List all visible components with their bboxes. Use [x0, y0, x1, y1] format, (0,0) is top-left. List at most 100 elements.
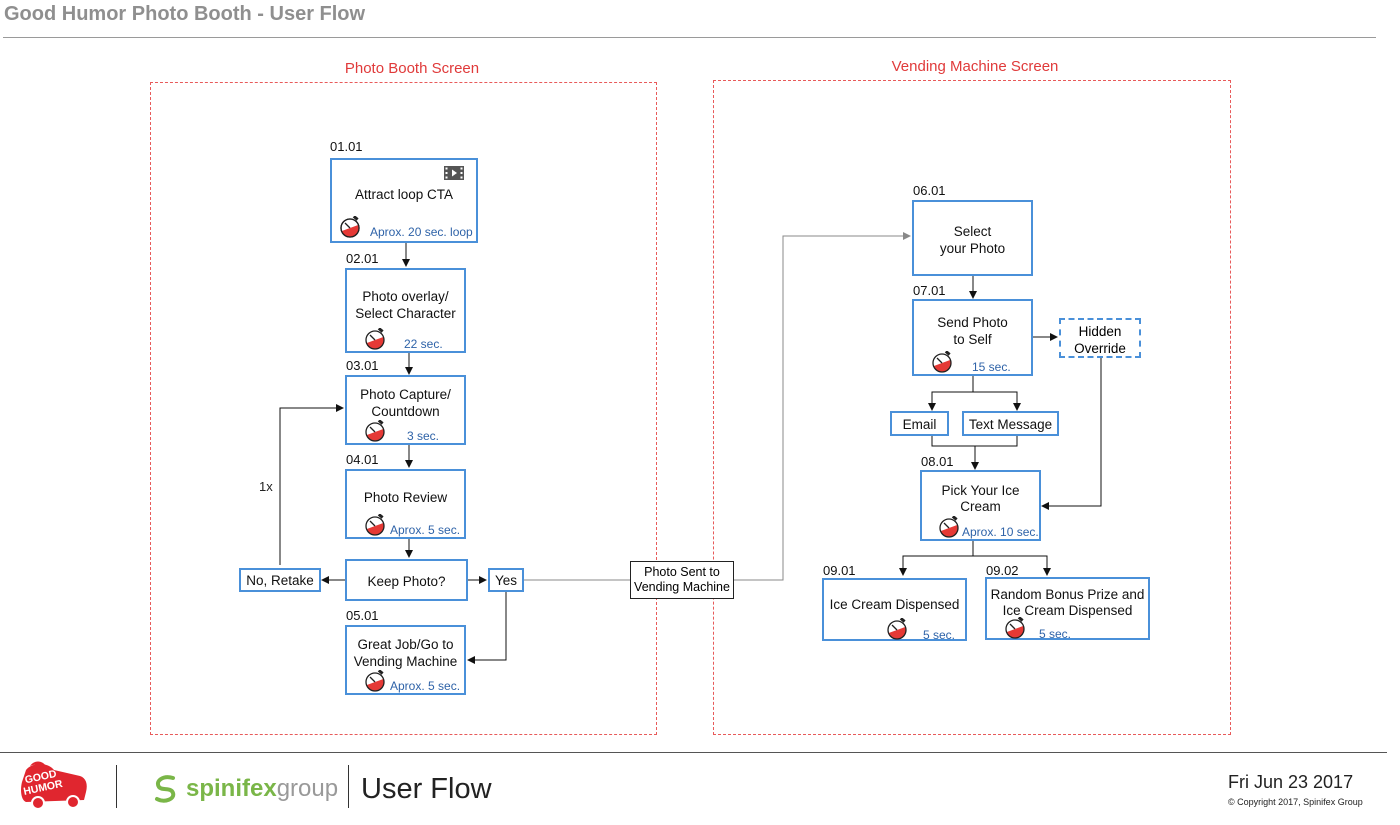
spinifex-wordmark-bold: spinifex	[186, 775, 277, 802]
node-code-0101: 01.01	[330, 139, 363, 154]
node-duration: 15 sec.	[972, 360, 1011, 374]
node-label: Keep Photo?	[367, 574, 446, 589]
node-label-line2: Override	[1074, 341, 1126, 356]
node-duration: Aprox. 10 sec.	[962, 525, 1039, 539]
arrow-0701-text	[973, 391, 1021, 411]
node-label-line1: Send Photo	[937, 315, 1008, 330]
node-pick-ice-cream[interactable]: Pick Your Ice Cream Aprox. 10 sec.	[920, 470, 1041, 541]
node-label-line2: Select Character	[355, 306, 456, 321]
node-send-photo[interactable]: Send Photo to Self 15 sec.	[912, 299, 1033, 376]
node-label-line1: Photo overlay/	[362, 289, 449, 304]
node-label: Email	[902, 417, 937, 432]
node-label-line1: Select	[953, 224, 992, 239]
arrow-sent-0601	[734, 232, 911, 581]
arrow-hidden-0801	[1041, 357, 1102, 510]
footer-doc-title: User Flow	[361, 773, 492, 805]
node-code-0902: 09.02	[986, 563, 1019, 578]
node-code-0501: 05.01	[346, 608, 379, 623]
retake-count: 1x	[259, 479, 273, 494]
timer-icon	[365, 670, 385, 692]
node-no-retake[interactable]: No, Retake	[239, 568, 321, 592]
section-label-vending-machine: Vending Machine Screen	[891, 58, 1059, 75]
node-label-line2: Vending Machine	[634, 580, 730, 594]
spinifex-logo	[155, 775, 176, 803]
arrow-retake-loop	[279, 404, 344, 565]
arrow-email-0801	[931, 435, 979, 470]
node-label-line2: Vending Machine	[353, 654, 458, 669]
footer-separator	[116, 765, 117, 808]
node-label: Attract loop CTA	[354, 187, 454, 202]
section-label-photo-booth: Photo Booth Screen	[344, 60, 480, 77]
node-photo-capture[interactable]: Photo Capture/ Countdown 3 sec.	[345, 375, 466, 445]
timer-icon	[365, 514, 385, 536]
node-select-photo[interactable]: Select your Photo	[912, 200, 1033, 276]
section-vending-machine	[713, 80, 1231, 735]
node-duration: 5 sec.	[923, 628, 956, 642]
node-bonus-prize[interactable]: Random Bonus Prize and Ice Cream Dispens…	[985, 577, 1150, 641]
timer-icon	[1005, 617, 1025, 639]
node-label: Ice Cream Dispensed	[829, 597, 960, 612]
video-icon	[444, 166, 464, 180]
arrow-yes-0501	[467, 592, 507, 664]
node-label-line2: Cream	[960, 499, 1001, 514]
node-duration: Aprox. 5 sec.	[390, 523, 461, 537]
node-keep-photo[interactable]: Keep Photo?	[345, 559, 468, 601]
node-label-line2: to Self	[953, 332, 992, 347]
node-yes[interactable]: Yes	[488, 568, 524, 592]
node-label-line1: Photo Capture/	[360, 387, 451, 402]
node-code-0701: 07.01	[913, 283, 946, 298]
node-text-message[interactable]: Text Message	[962, 411, 1059, 436]
node-label: Photo Review	[363, 490, 448, 505]
node-label: Text Message	[968, 417, 1053, 432]
node-duration: Aprox. 5 sec.	[390, 679, 461, 693]
node-duration: 5 sec.	[1039, 627, 1072, 641]
node-label-line2: Countdown	[371, 404, 440, 419]
arrow-0801-0901	[899, 541, 974, 576]
node-attract-loop[interactable]: Attract loop CTA Aprox. 20 sec. loop	[330, 158, 478, 243]
footer-copyright: © Copyright 2017, Spinifex Group	[1228, 797, 1363, 807]
timer-icon	[340, 216, 360, 238]
node-code-0601: 06.01	[913, 183, 946, 198]
node-duration: 3 sec.	[407, 429, 440, 443]
node-great-job[interactable]: Great Job/Go to Vending Machine Aprox. 5…	[345, 625, 466, 695]
spinifex-wordmark: spinifexgroup	[186, 775, 338, 803]
node-label-line1: Hidden	[1078, 324, 1122, 339]
node-code-0401: 04.01	[346, 452, 379, 467]
node-label-line1: Pick Your Ice	[941, 483, 1020, 498]
node-email[interactable]: Email	[890, 411, 949, 436]
footer-divider	[0, 752, 1387, 753]
footer-date: Fri Jun 23 2017	[1228, 772, 1354, 792]
node-code-0201: 02.01	[346, 251, 379, 266]
timer-icon	[887, 618, 907, 640]
node-code-0901: 09.01	[823, 563, 856, 578]
node-label-line2: your Photo	[939, 241, 1006, 256]
node-duration: Aprox. 20 sec. loop	[370, 225, 473, 239]
arrow-0701-email	[928, 375, 974, 411]
node-label-line1: Great Job/Go to	[357, 637, 454, 652]
node-photo-sent[interactable]: Photo Sent to Vending Machine	[630, 561, 734, 599]
node-photo-review[interactable]: Photo Review Aprox. 5 sec.	[345, 469, 466, 539]
header-divider	[3, 37, 1376, 38]
node-hidden-override[interactable]: Hidden Override	[1059, 318, 1141, 358]
node-code-0301: 03.01	[346, 358, 379, 373]
timer-icon	[365, 328, 385, 350]
section-photo-booth	[150, 82, 657, 735]
good-humor-logo	[21, 761, 87, 810]
arrow-0801-0902	[973, 555, 1051, 576]
page-title: Good Humor Photo Booth - User Flow	[4, 3, 366, 25]
node-duration: 22 sec.	[404, 337, 443, 351]
timer-icon	[932, 351, 952, 373]
node-label-line2: Ice Cream Dispensed	[1002, 603, 1133, 618]
timer-icon	[365, 420, 385, 442]
node-label: Yes	[494, 573, 518, 588]
spinifex-wordmark-light: group	[276, 775, 339, 802]
footer-separator	[348, 765, 349, 808]
timer-icon	[939, 516, 959, 538]
node-label-line1: Photo Sent to	[644, 565, 720, 579]
node-label-line1: Random Bonus Prize and	[990, 587, 1145, 602]
node-photo-overlay[interactable]: Photo overlay/ Select Character 22 sec.	[345, 268, 466, 353]
node-ice-cream-dispensed[interactable]: Ice Cream Dispensed 5 sec.	[822, 578, 967, 642]
node-code-0801: 08.01	[921, 454, 954, 469]
node-label: No, Retake	[246, 573, 314, 588]
